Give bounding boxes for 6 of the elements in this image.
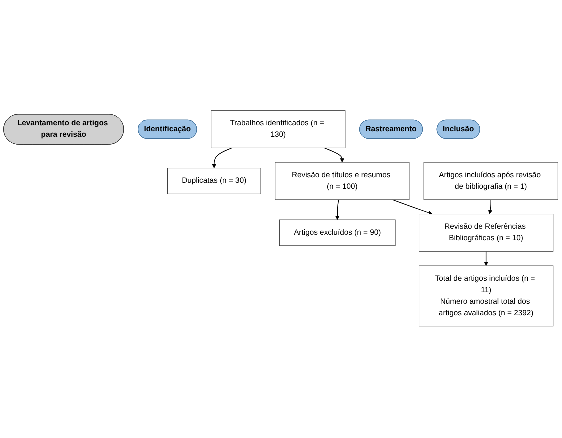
arrow (212, 148, 233, 169)
arrow (392, 200, 433, 216)
arrow (488, 200, 493, 215)
arrow (336, 200, 340, 221)
arrow (324, 148, 345, 164)
arrow (484, 252, 488, 267)
